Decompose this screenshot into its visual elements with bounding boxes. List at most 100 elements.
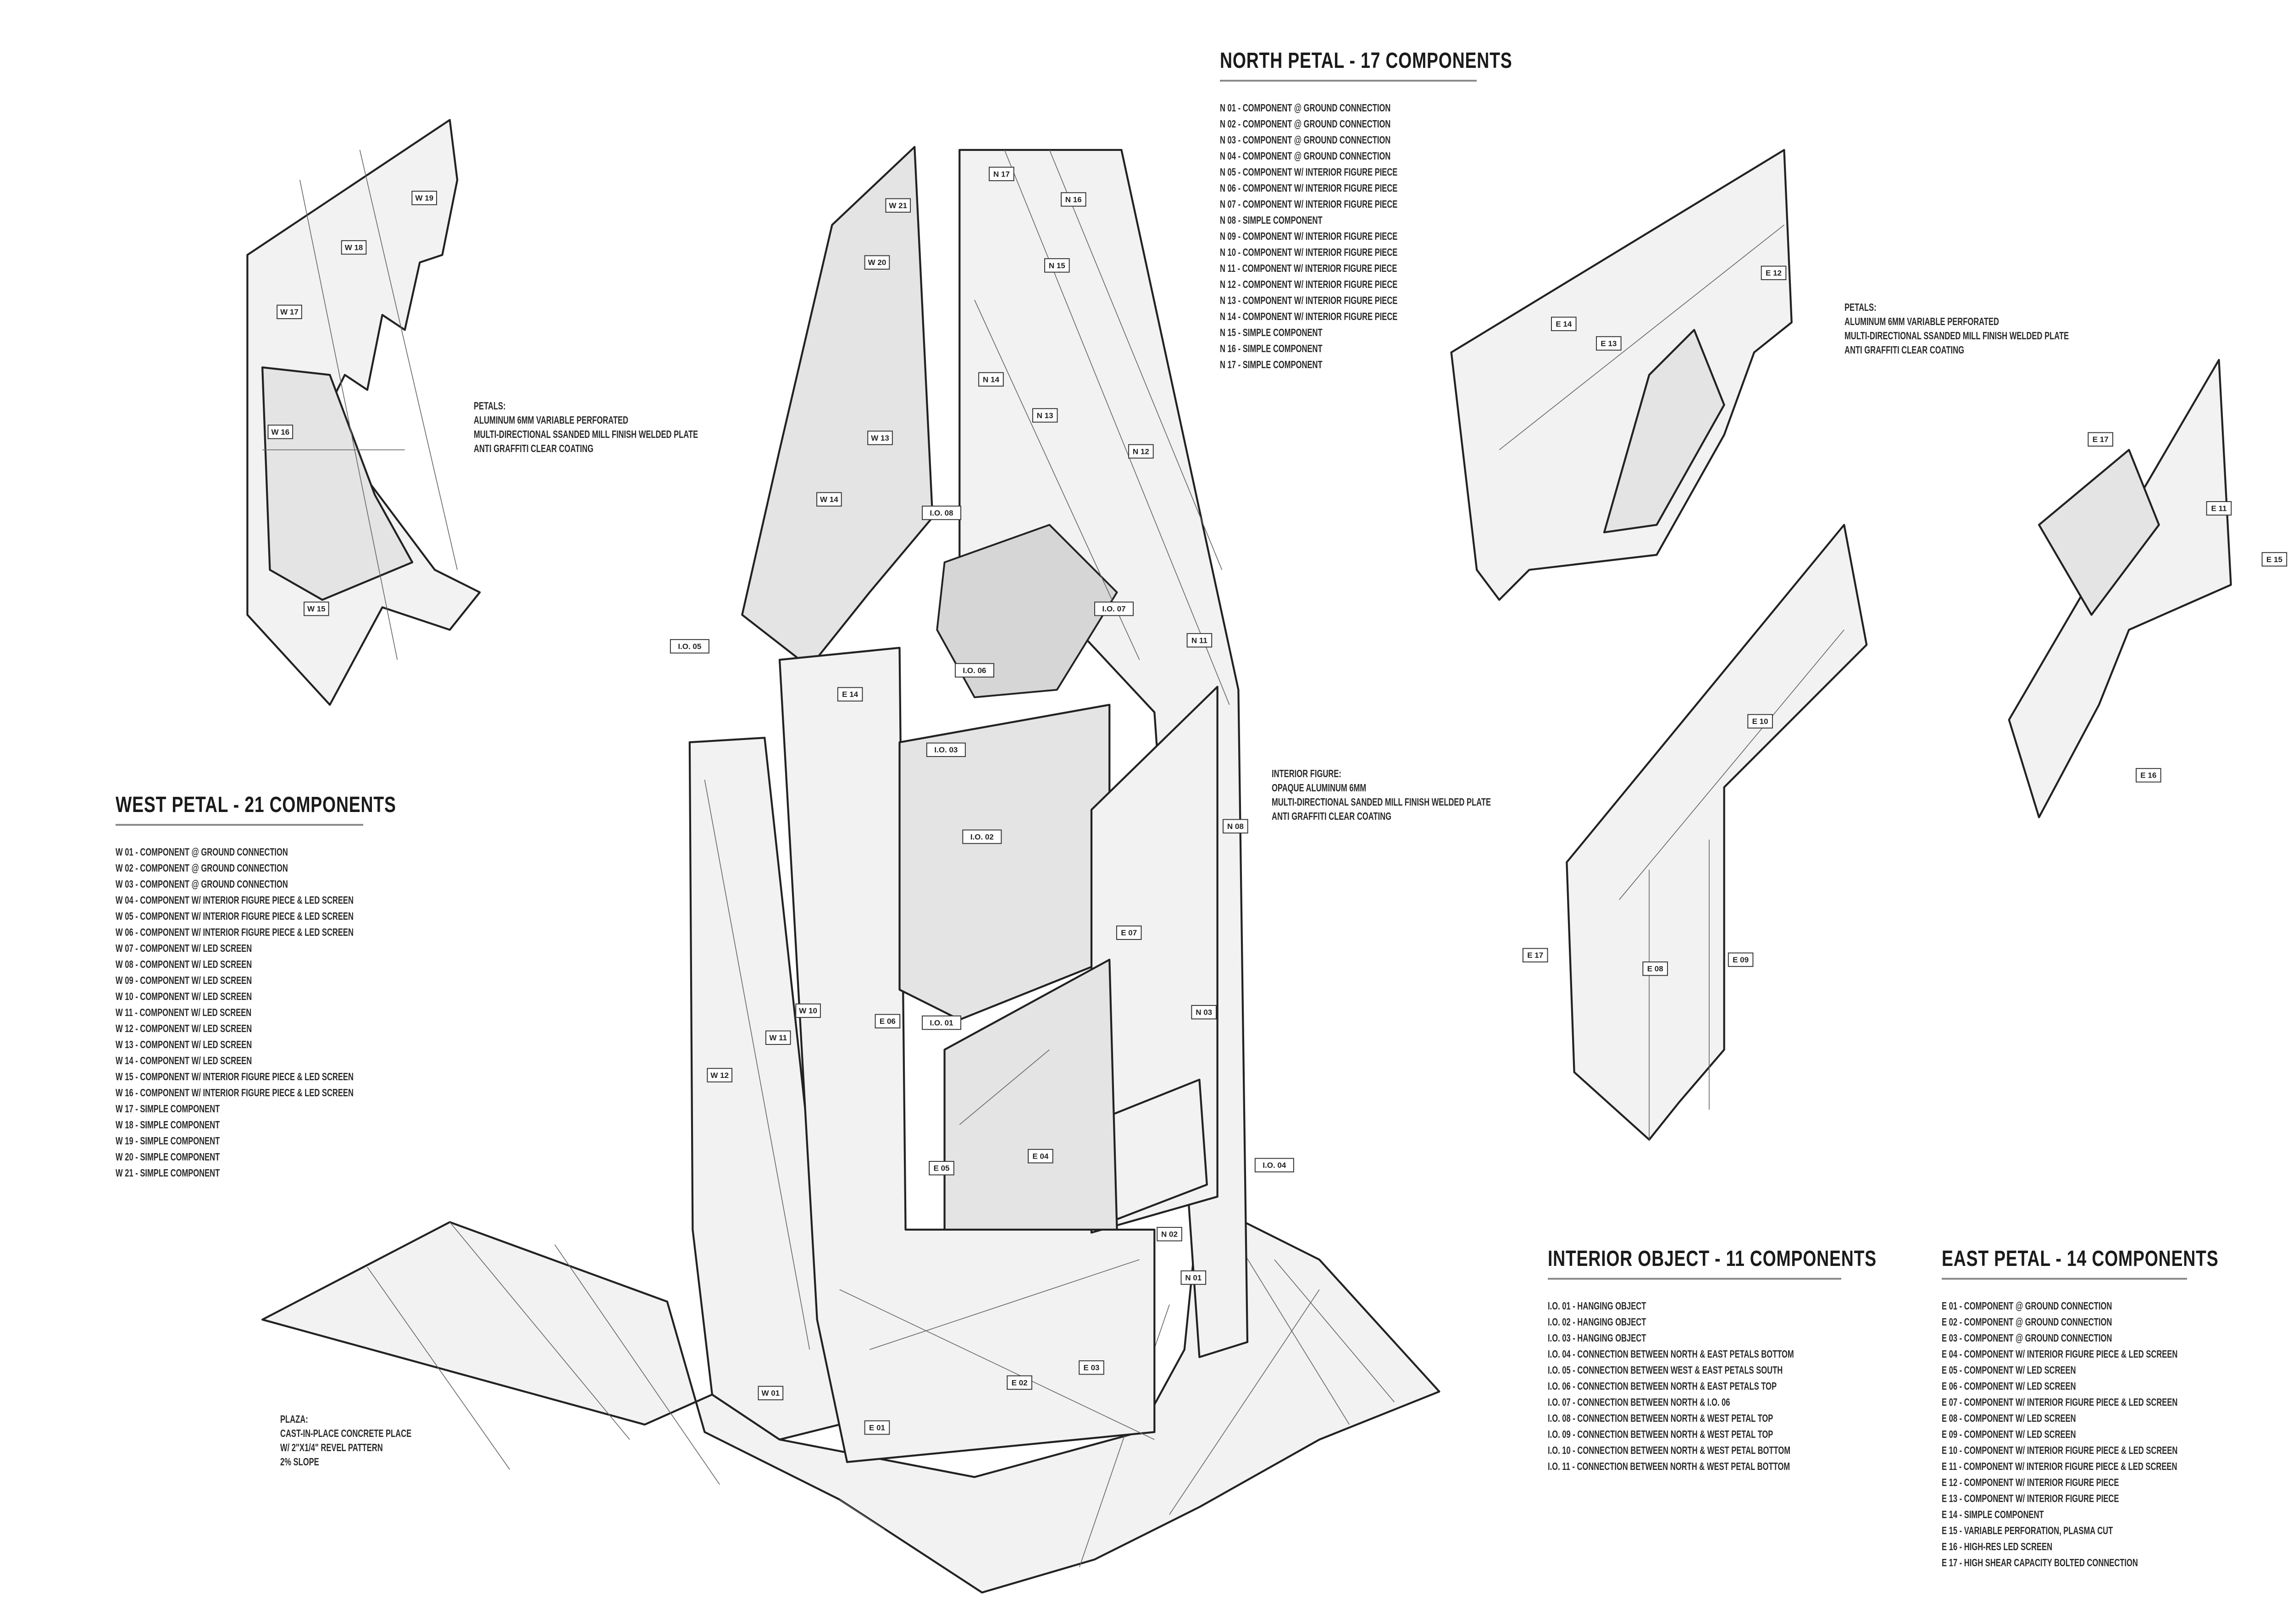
tag-box — [1551, 316, 1577, 331]
note-line: ANTI GRAFFITI CLEAR COATING — [474, 442, 593, 454]
tag-box — [277, 304, 302, 319]
tag-box — [929, 1161, 954, 1176]
legend-item: N 02 - COMPONENT @ GROUND CONNECTION — [1220, 118, 1391, 130]
legend-item: I.O. 09 - CONNECTION BETWEEN NORTH & WES… — [1548, 1428, 1773, 1440]
tag-label: W 17 — [280, 308, 299, 316]
component-tag: W 20 — [864, 255, 890, 270]
tag-label: W 18 — [345, 243, 363, 252]
divider — [116, 824, 363, 826]
component-tag: I.O. 07 — [1094, 602, 1134, 616]
west-petal-title: WEST PETAL - 21 COMPONENTS — [116, 793, 396, 817]
legend-item: N 09 - COMPONENT W/ INTERIOR FIGURE PIEC… — [1220, 230, 1398, 242]
tag-label: E 09 — [1733, 956, 1749, 964]
component-tag: I.O. 05 — [670, 639, 709, 654]
tag-label: N 17 — [993, 170, 1010, 178]
legend-item: W 20 - SIMPLE COMPONENT — [116, 1151, 220, 1163]
tag-box — [267, 425, 294, 439]
legend-item: I.O. 04 - CONNECTION BETWEEN NORTH & EAS… — [1548, 1348, 1794, 1360]
legend-item: W 07 - COMPONENT W/ LED SCREEN — [116, 942, 252, 954]
tag-label: E 12 — [1766, 269, 1782, 277]
legend-item: W 15 - COMPONENT W/ INTERIOR FIGURE PIEC… — [116, 1071, 354, 1083]
component-tags: W 19W 18W 17W 16W 15W 21W 20W 13W 14W 12… — [267, 166, 2287, 1435]
divider — [1548, 1278, 1841, 1280]
tag-box — [2088, 432, 2113, 447]
note-line: ANTI GRAFFITI CLEAR COATING — [1272, 810, 1391, 822]
legend-item: E 03 - COMPONENT @ GROUND CONNECTION — [1942, 1332, 2112, 1344]
legend-item: N 11 - COMPONENT W/ INTERIOR FIGURE PIEC… — [1220, 262, 1397, 274]
legend-item: W 06 - COMPONENT W/ INTERIOR FIGURE PIEC… — [116, 926, 354, 938]
east-petal-pieces — [1450, 149, 2232, 1141]
legend-item: I.O. 07 - CONNECTION BETWEEN NORTH & I.O… — [1548, 1396, 1730, 1408]
tag-label: I.O. 06 — [963, 666, 986, 675]
legend-item: W 01 - COMPONENT @ GROUND CONNECTION — [116, 846, 288, 858]
tag-box — [837, 687, 863, 702]
tag-label: E 13 — [1601, 339, 1617, 348]
component-tag: I.O. 08 — [922, 505, 962, 520]
component-tag: N 13 — [1032, 408, 1058, 423]
tag-label: N 12 — [1133, 447, 1149, 456]
legend-item: N 10 - COMPONENT W/ INTERIOR FIGURE PIEC… — [1220, 246, 1398, 258]
tag-label: E 04 — [1032, 1152, 1049, 1160]
legend-item: E 14 - SIMPLE COMPONENT — [1942, 1508, 2044, 1520]
tag-label: E 03 — [1084, 1364, 1100, 1372]
legend-item: W 08 - COMPONENT W/ LED SCREEN — [116, 958, 252, 970]
tag-box — [2206, 501, 2232, 516]
legend-item: N 01 - COMPONENT @ GROUND CONNECTION — [1220, 102, 1391, 114]
legend-item: W 12 - COMPONENT W/ LED SCREEN — [116, 1022, 252, 1034]
tag-box — [1044, 258, 1070, 273]
tag-box — [1186, 633, 1213, 648]
tag-label: E 01 — [869, 1423, 885, 1432]
component-tag: W 19 — [411, 191, 437, 205]
tag-box — [1191, 1005, 1217, 1020]
legend-item: N 12 - COMPONENT W/ INTERIOR FIGURE PIEC… — [1220, 278, 1398, 290]
north-petal-list: N 01 - COMPONENT @ GROUND CONNECTION N 02… — [1220, 100, 1595, 373]
component-tag: W 12 — [707, 1068, 733, 1083]
tag-label: E 08 — [1647, 965, 1663, 973]
legend-item: E 02 - COMPONENT @ GROUND CONNECTION — [1942, 1316, 2112, 1328]
legend-item: E 16 - HIGH-RES LED SCREEN — [1942, 1541, 2053, 1552]
legend-item: E 07 - COMPONENT W/ INTERIOR FIGURE PIEC… — [1942, 1396, 2178, 1408]
tag-label: W 11 — [769, 1033, 787, 1042]
tag-box — [816, 492, 842, 507]
legend-item: E 10 - COMPONENT W/ INTERIOR FIGURE PIEC… — [1942, 1444, 2178, 1456]
component-tag: E 07 — [1116, 925, 1142, 940]
component-tag: E 10 — [1747, 714, 1773, 729]
tag-label: I.O. 03 — [934, 746, 958, 754]
note-heading: PETALS: — [474, 400, 506, 412]
tag-box — [1747, 714, 1773, 729]
component-tag: N 14 — [978, 372, 1004, 387]
central-sculpture — [688, 146, 1249, 1463]
tag-label: I.O. 07 — [1102, 605, 1126, 613]
component-tag: N 15 — [1044, 258, 1070, 273]
interior-object-legend: INTERIOR OBJECT - 11 COMPONENTS I.O. 01 … — [1548, 1246, 1969, 1475]
tag-label: W 15 — [307, 605, 326, 613]
legend-item: W 03 - COMPONENT @ GROUND CONNECTION — [116, 878, 288, 890]
legend-item: E 13 - COMPONENT W/ INTERIOR FIGURE PIEC… — [1942, 1492, 2119, 1504]
component-tag: E 17 — [1522, 948, 1548, 963]
legend-item: W 10 - COMPONENT W/ LED SCREEN — [116, 990, 252, 1002]
component-tag: N 01 — [1180, 1270, 1207, 1285]
component-tag: N 11 — [1186, 633, 1213, 648]
component-tag: N 12 — [1128, 444, 1154, 459]
legend-item: W 11 - COMPONENT W/ LED SCREEN — [116, 1006, 252, 1018]
component-tag: E 13 — [1596, 336, 1622, 351]
tag-label: E 10 — [1752, 717, 1768, 726]
tag-box — [2136, 768, 2161, 783]
legend-item: W 21 - SIMPLE COMPONENT — [116, 1167, 220, 1179]
note-line: 2% SLOPE — [280, 1456, 319, 1468]
tag-label: N 01 — [1185, 1273, 1202, 1282]
tag-label: W 21 — [889, 201, 907, 210]
component-tag: W 10 — [795, 1003, 821, 1018]
legend-item: E 09 - COMPONENT W/ LED SCREEN — [1942, 1428, 2076, 1440]
tag-label: I.O. 04 — [1263, 1161, 1286, 1170]
component-tag: W 14 — [816, 492, 842, 507]
component-tag: E 11 — [2206, 501, 2232, 516]
tag-label: N 08 — [1227, 822, 1244, 831]
component-tag: E 06 — [875, 1014, 901, 1028]
tag-label: E 14 — [1556, 320, 1572, 328]
tag-box — [1157, 1226, 1182, 1242]
divider — [1942, 1278, 2187, 1280]
